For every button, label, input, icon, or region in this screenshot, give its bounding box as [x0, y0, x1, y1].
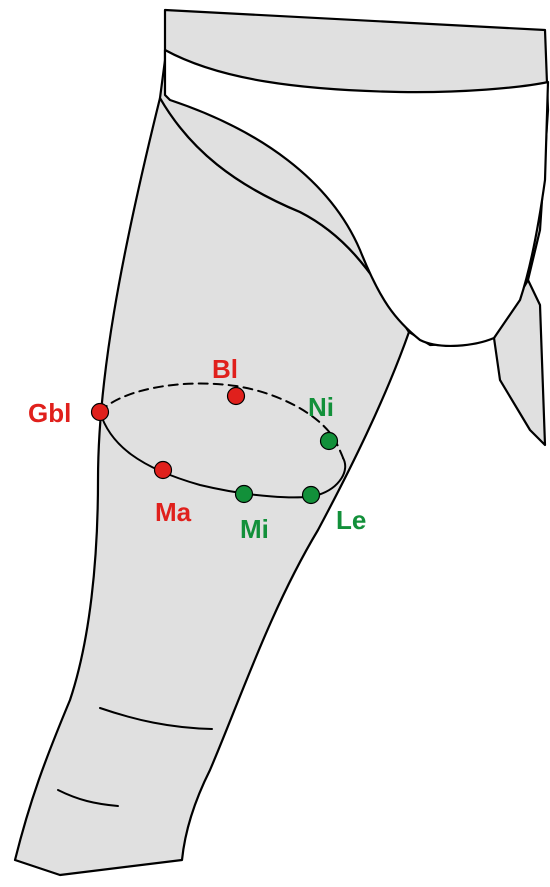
point-le-label: Le	[336, 505, 366, 535]
point-gbl-label: Gbl	[28, 398, 71, 428]
point-ma-marker	[153, 460, 173, 480]
point-bl-label: Bl	[212, 354, 238, 384]
point-le-marker	[301, 485, 321, 505]
point-ma-label: Ma	[155, 497, 192, 527]
point-mi-label: Mi	[240, 514, 269, 544]
point-gbl-marker	[90, 402, 110, 422]
points-layer	[90, 386, 339, 505]
point-bl-marker	[226, 386, 246, 406]
underwear	[163, 48, 550, 348]
point-ni-marker	[319, 431, 339, 451]
point-mi-marker	[234, 484, 254, 504]
point-ni-label: Ni	[308, 392, 334, 422]
ellipse-back-arc	[99, 382, 345, 460]
knee-fold-lower	[57, 789, 119, 807]
knee-fold-upper	[99, 707, 213, 730]
